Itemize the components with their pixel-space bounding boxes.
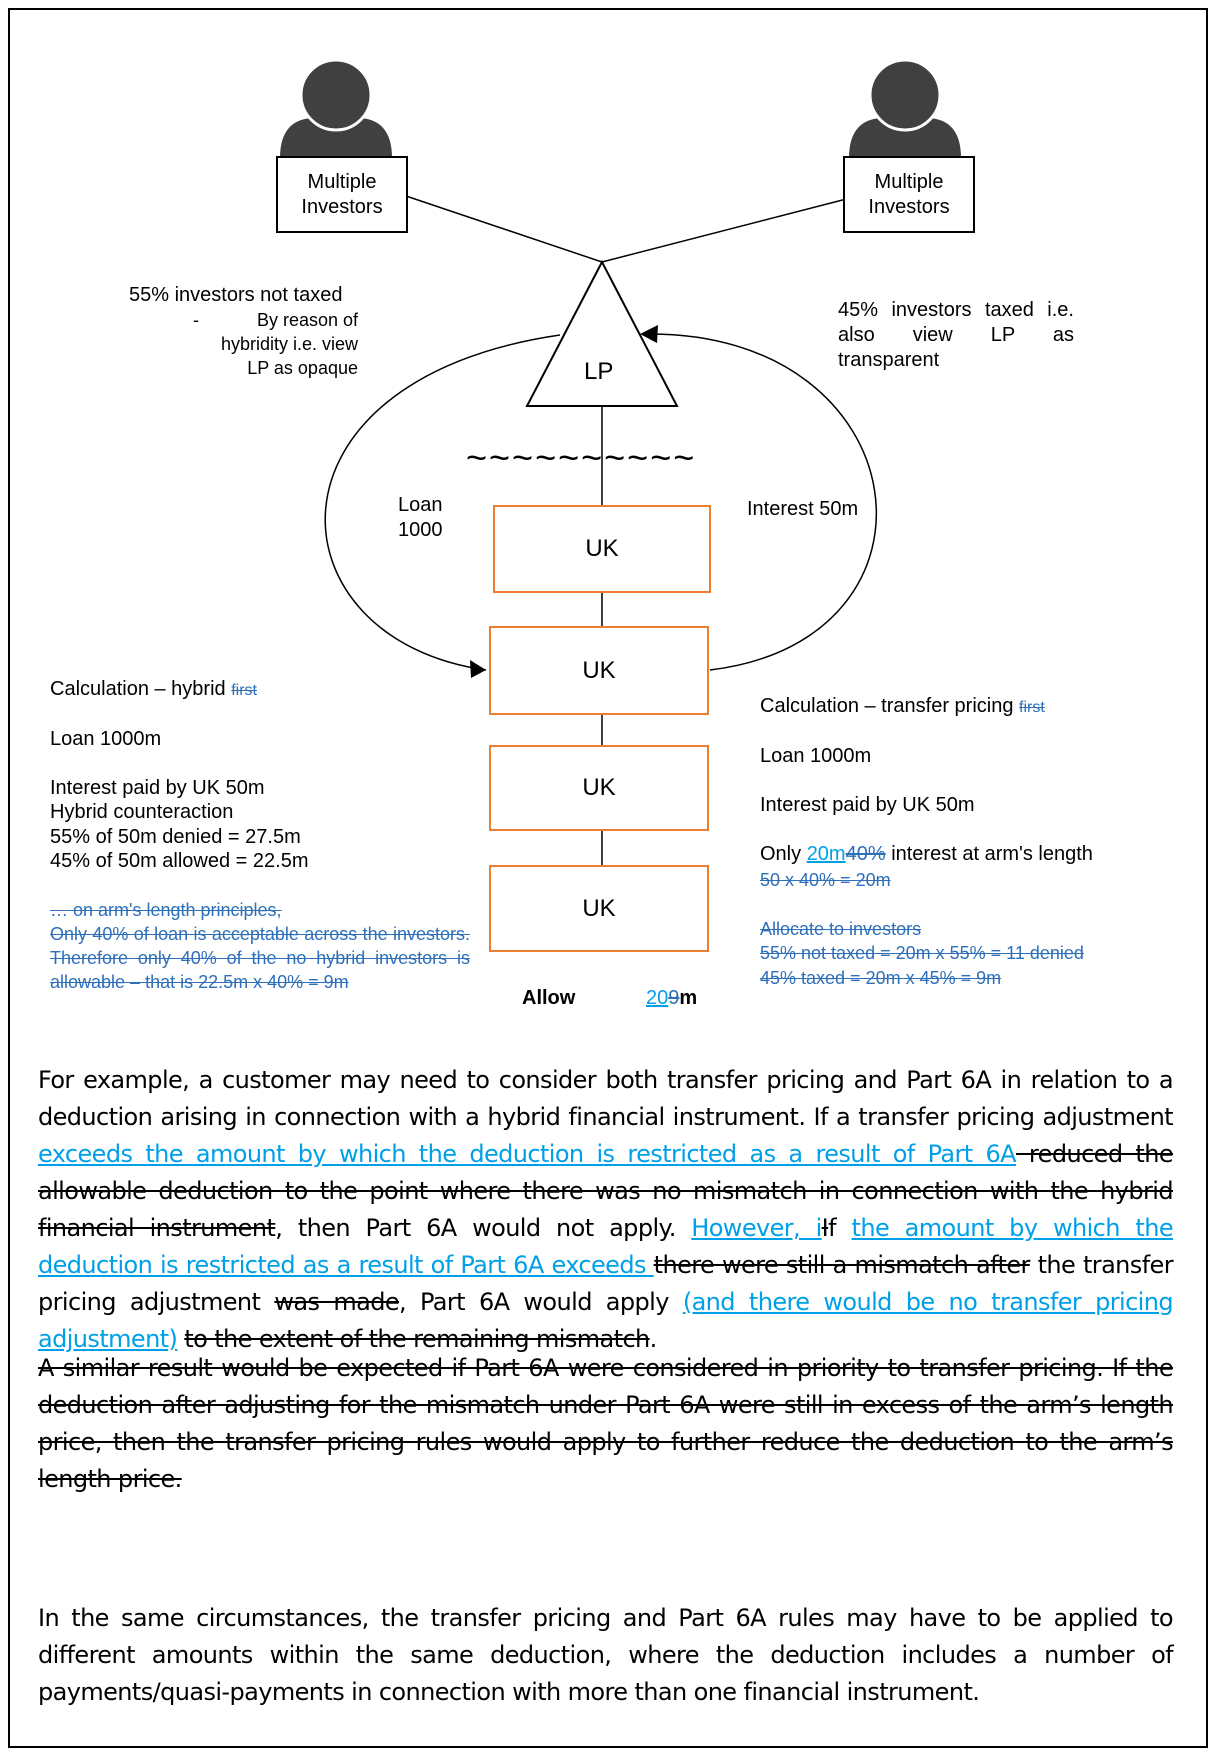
calc-hybrid-counteraction: Hybrid counteraction bbox=[50, 801, 234, 823]
interest-arrow bbox=[644, 333, 878, 671]
calc-hybrid-title-text: Calculation – hybrid bbox=[50, 678, 226, 700]
left-note-sub: By reason of hybridity i.e. view LP as o… bbox=[220, 310, 358, 378]
uk-entity-4-label: UK bbox=[582, 894, 616, 922]
uk-entity-4: UK bbox=[489, 865, 709, 952]
calc-tp-deleted-calc: 50 x 40% = 20m bbox=[760, 870, 891, 890]
p1-insert-1: exceeds the amount by which the deductio… bbox=[38, 1140, 1017, 1168]
uk-entity-3-label: UK bbox=[582, 774, 616, 801]
paragraph-same-circumstances: In the same circumstances, the transfer … bbox=[38, 1604, 1174, 1706]
calc-hybrid-allowed: 45% of 50m allowed = 22.5m bbox=[50, 850, 309, 872]
calc-hybrid-title: Calculation – hybrid first bbox=[50, 677, 257, 703]
investors-left-box: Multiple Investors bbox=[276, 156, 408, 233]
paragraph-example: For example, a customer may need to cons… bbox=[38, 1062, 1174, 1358]
allow-value: 209m bbox=[646, 987, 697, 1010]
p1-insert-4: (and there would be no transfer pricing … bbox=[38, 1288, 1174, 1353]
link-right-investors-lp bbox=[601, 195, 859, 263]
uk-entity-1: UK bbox=[493, 505, 711, 593]
calc-hybrid-loan: Loan 1000m bbox=[50, 728, 162, 750]
calc-hybrid-denied: 55% of 50m denied = 27.5m bbox=[50, 826, 301, 848]
calc-hybrid-interest: Interest paid by UK 50m bbox=[50, 777, 265, 799]
uk-entity-2: UK bbox=[489, 626, 709, 715]
allow-inserted: 20 bbox=[646, 987, 669, 1009]
calc-hybrid-deleted-2: Only 40% of loan is acceptable across th… bbox=[50, 924, 470, 992]
calc-tp-only-deleted: 40% bbox=[845, 843, 886, 865]
calc-tp-title: Calculation – transfer pricing first bbox=[760, 694, 1045, 720]
calc-tp-loan: Loan 1000m bbox=[760, 745, 872, 767]
uk-entity-1-label: UK bbox=[585, 535, 619, 562]
document-frame bbox=[8, 8, 1208, 1748]
p1-text-e: , Part 6A would apply bbox=[399, 1288, 683, 1316]
left-note-bullet: - bbox=[193, 310, 199, 330]
p1-text-b: , then Part 6A would not apply. bbox=[275, 1214, 692, 1242]
calc-tp-title-deleted: first bbox=[1019, 699, 1045, 716]
structure-diagram bbox=[280, 58, 961, 865]
calc-tp-only-rest: interest at arm's length bbox=[891, 843, 1093, 865]
calc-hybrid-deleted-1: … on arm's length principles, bbox=[50, 900, 282, 920]
lp-label: LP bbox=[584, 358, 614, 385]
allow-label: Allow bbox=[522, 987, 576, 1009]
p1-text-d: the transfer pricing adjustment bbox=[38, 1251, 1174, 1316]
allow-deleted: 9 bbox=[668, 987, 680, 1009]
investor-left-person-icon bbox=[280, 58, 392, 158]
loan-arrowhead-icon bbox=[470, 660, 486, 678]
calc-tp-only-text: Only bbox=[760, 843, 802, 865]
p1-delete-1: reduced the allowable deduction to the p… bbox=[38, 1140, 1174, 1242]
interest-label: Interest 50m bbox=[747, 498, 859, 520]
left-investor-note: 55% investors not taxed bbox=[129, 284, 343, 306]
calc-hybrid-title-deleted: first bbox=[231, 682, 257, 699]
p1-delete-3: there were still a mismatch after bbox=[653, 1251, 1031, 1279]
loan-arrow bbox=[324, 334, 561, 671]
p1-text-c: f bbox=[828, 1214, 852, 1242]
paragraph-similar-result-deleted: A similar result would be expected if Pa… bbox=[38, 1354, 1174, 1493]
calc-tp-title-text: Calculation – transfer pricing bbox=[760, 695, 1014, 717]
p1-text-a: For example, a customer may need to cons… bbox=[38, 1066, 1174, 1131]
calc-tp-only-inserted: 20m bbox=[806, 843, 846, 865]
calc-tp-deleted-taxed: 45% taxed = 20m x 45% = 9m bbox=[760, 968, 1002, 988]
calc-tp-interest: Interest paid by UK 50m bbox=[760, 794, 975, 816]
interest-arrowhead-icon bbox=[640, 325, 658, 343]
investors-left-label: Multiple Investors bbox=[301, 170, 383, 218]
p1-delete-5: to the extent of the remaining mismatch bbox=[184, 1325, 650, 1353]
right-investor-note: 45% investors taxed i.e. also view LP as… bbox=[838, 299, 1074, 371]
link-left-investors-lp bbox=[405, 195, 603, 263]
investors-right-label: Multiple Investors bbox=[868, 170, 950, 218]
loan-label: Loan 1000 bbox=[398, 494, 443, 541]
calc-tp-deleted-nottaxed: 55% not taxed = 20m x 55% = 11 denied bbox=[760, 943, 1084, 963]
p1-insert-3: the amount by which the deduction is res… bbox=[38, 1214, 1174, 1279]
investor-right-person-icon bbox=[849, 58, 961, 158]
p1-text-g: . bbox=[649, 1325, 658, 1353]
calc-tp-deleted-alloc: Allocate to investors bbox=[760, 919, 922, 939]
p1-delete-4: was made bbox=[274, 1288, 400, 1316]
calc-tp-only: Only 20m40% interest at arm's length bbox=[760, 842, 1093, 867]
wavy-line: ~~~~~~~~~~ bbox=[466, 437, 697, 478]
uk-entity-2-label: UK bbox=[582, 656, 616, 684]
uk-entity-3: UK bbox=[489, 745, 709, 831]
allow-unit: m bbox=[679, 987, 698, 1009]
p1-insert-2: However, i bbox=[691, 1214, 822, 1242]
investors-right-box: Multiple Investors bbox=[843, 156, 975, 233]
p1-delete-2: I bbox=[821, 1214, 829, 1242]
